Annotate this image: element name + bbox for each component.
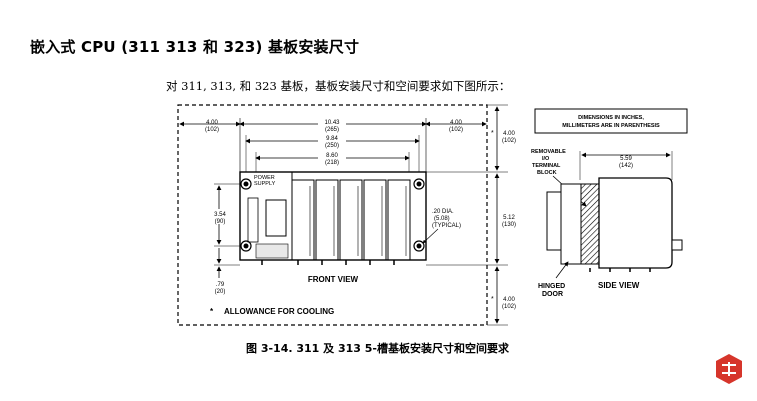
hinged-door-label-2: DOOR [542, 291, 563, 298]
svg-text:(250): (250) [325, 143, 339, 149]
dim-mount-holes: 9.84 (250) [245, 133, 420, 149]
units-note-line-1: DIMENSIONS IN INCHES, [578, 115, 644, 121]
svg-text:8.60: 8.60 [326, 153, 338, 159]
hinged-door-label-1: HINGED [538, 283, 565, 290]
svg-text:4.00: 4.00 [450, 120, 462, 126]
svg-text:.20 DIA.: .20 DIA. [432, 209, 454, 215]
svg-text:(218): (218) [325, 160, 339, 166]
power-supply-label-2: SUPPLY [254, 181, 276, 187]
allowance-star: * [210, 307, 214, 316]
svg-text:4.00: 4.00 [503, 297, 515, 303]
dim-left-clearance: 4.00 (102) [179, 120, 241, 133]
allowance-label: ALLOWANCE FOR COOLING [224, 307, 334, 316]
units-note-line-2: MILLIMETERS ARE IN PARENTHESIS [562, 123, 660, 129]
side-view-body [546, 177, 683, 272]
dim-bottom: .79 (20) [214, 248, 240, 295]
dim-right-clearance: 4.00 (102) [425, 120, 487, 133]
figure-caption: 图 3-14. 311 及 313 5-槽基板安装尺寸和空间要求 [246, 342, 509, 355]
cooling-allowance-frame [177, 104, 488, 326]
svg-text:(130): (130) [502, 222, 516, 228]
svg-text:(265): (265) [325, 127, 339, 133]
svg-text:(102): (102) [502, 138, 516, 144]
svg-text:*: * [491, 296, 494, 303]
removable-label-2: I/O [542, 156, 550, 162]
svg-text:(102): (102) [502, 304, 516, 310]
side-view-label: SIDE VIEW [598, 281, 640, 290]
dim-depth: 5.59 (142) [579, 151, 673, 180]
baseplate-front [239, 171, 427, 265]
svg-text:(5.08): (5.08) [434, 216, 450, 222]
svg-text:.79: .79 [216, 282, 225, 288]
dim-baseplate-height: 3.54 (90) [210, 183, 240, 247]
removable-label-3: TERMINAL [532, 163, 561, 169]
dim-hole-callout: .20 DIA. (5.08) (TYPICAL) [422, 209, 461, 244]
units-note-box [534, 108, 688, 134]
svg-text:5.12: 5.12 [503, 215, 515, 221]
power-supply-label: POWER [254, 175, 275, 181]
front-view-label: FRONT VIEW [308, 275, 359, 284]
dim-vertical-clearances: 4.00 (102) * 5.12 (130) 4.00 (102) * [426, 104, 521, 326]
svg-text:10.43: 10.43 [324, 120, 340, 126]
svg-text:(102): (102) [205, 127, 219, 133]
removable-label-1: REMOVABLE [531, 149, 566, 155]
svg-text:(90): (90) [215, 219, 226, 225]
dim-overall-width: 10.43 (265) [239, 117, 427, 133]
svg-text:(20): (20) [215, 289, 226, 295]
svg-text:(142): (142) [619, 163, 633, 169]
svg-text:4.00: 4.00 [206, 120, 218, 126]
svg-text:5.59: 5.59 [620, 156, 632, 162]
page-title: 嵌入式 CPU (311 313 和 323) 基板安装尺寸 [30, 38, 360, 56]
svg-text:*: * [491, 130, 494, 137]
svg-text:9.84: 9.84 [326, 136, 338, 142]
svg-text:(102): (102) [449, 127, 463, 133]
svg-text:4.00: 4.00 [503, 131, 515, 137]
intro-text: 对 311, 313, 和 323 基板，基板安装尺寸和空间要求如下图所示： [166, 79, 511, 93]
svg-text:(TYPICAL): (TYPICAL) [432, 223, 461, 229]
svg-text:3.54: 3.54 [214, 212, 226, 218]
dim-inner: 8.60 (218) [255, 150, 410, 166]
logo-icon [716, 354, 742, 384]
removable-label-4: BLOCK [537, 170, 557, 176]
